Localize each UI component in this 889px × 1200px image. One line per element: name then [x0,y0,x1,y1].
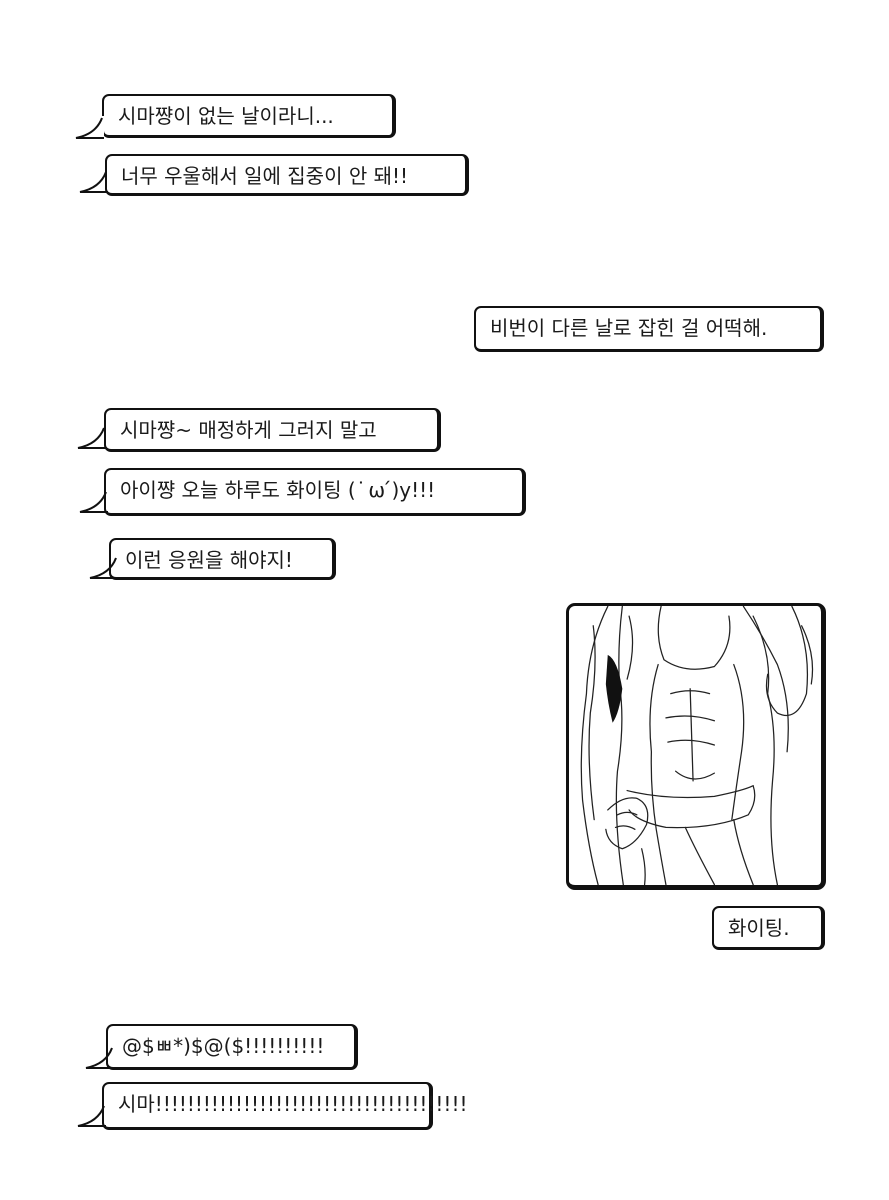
message-bubble-left: 아이쨩 오늘 하루도 화이팅 ( ͘ ω ́)y!!! [104,468,526,516]
message-text: @$ㅃ*)$@($!!!!!!!!!! [122,1034,325,1058]
bubble-tail-icon [77,1105,106,1127]
sketch-torso-image [566,603,826,890]
message-bubble-right: 비번이 다른 날로 잡힌 걸 어떡해. [474,306,824,352]
sketch-illustration-icon [580,606,814,885]
message-bubble-left: @$ㅃ*)$@($!!!!!!!!!! [106,1024,358,1070]
message-text: 시마!!!!!!!!!!!!!!!!!!!!!!!!!!!!!!!!!!!!!!… [118,1092,468,1116]
bubble-tail-icon [89,557,118,579]
message-text: 시마쨩이 없는 날이라니... [118,104,334,128]
bubble-tail-icon [85,1047,114,1069]
message-text: 아이쨩 오늘 하루도 화이팅 ( ͘ ω ́)y!!! [120,478,436,502]
message-text: 비번이 다른 날로 잡힌 걸 어떡해. [490,316,768,340]
bubble-tail-icon [77,427,106,449]
bubble-tail-icon [75,116,104,139]
message-text: 시마쨩~ 매정하게 그러지 말고 [120,418,377,442]
bubble-tail-icon [79,491,108,513]
message-text: 이런 응원을 해야지! [125,548,293,572]
message-bubble-right: 화이팅. [712,906,825,950]
message-bubble-left: 시마쨩~ 매정하게 그러지 말고 [104,408,441,452]
message-bubble-left: 시마!!!!!!!!!!!!!!!!!!!!!!!!!!!!!!!!!!!!!!… [102,1082,468,1130]
bubble-tail-icon [79,171,108,193]
message-bubble-left: 시마쨩이 없는 날이라니... [102,94,396,138]
message-bubble-left: 너무 우울해서 일에 집중이 안 돼!! [105,154,469,196]
message-bubble-left: 이런 응원을 해야지! [109,538,336,580]
message-text: 너무 우울해서 일에 집중이 안 돼!! [121,164,409,188]
message-text: 화이팅. [728,916,790,940]
